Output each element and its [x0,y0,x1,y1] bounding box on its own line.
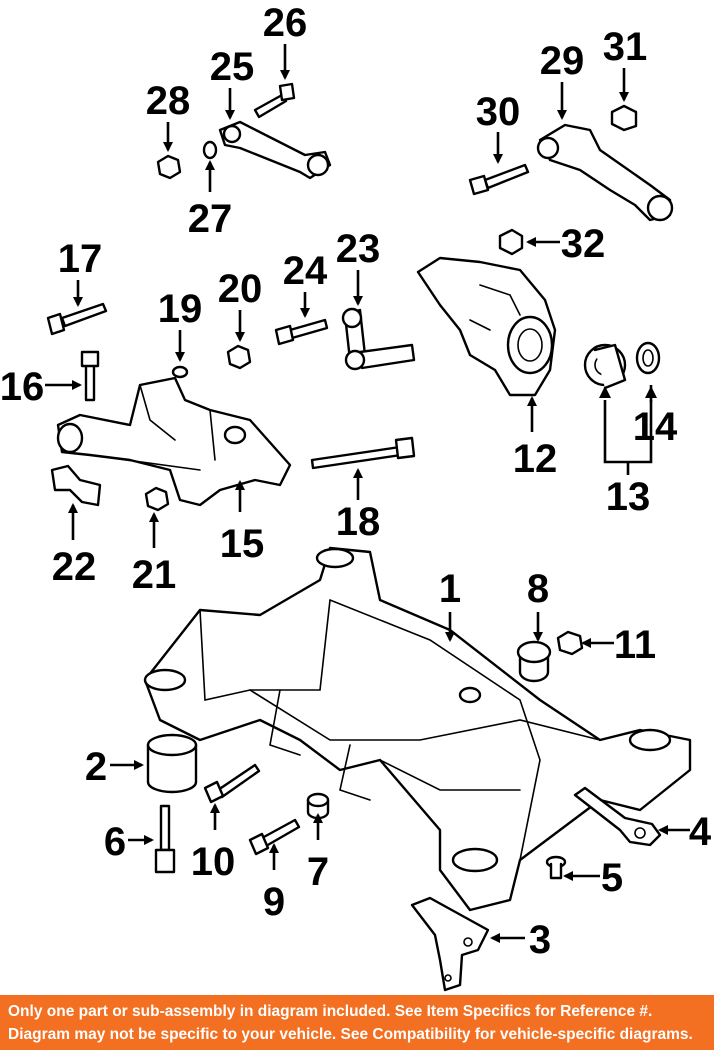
disclaimer-line-2: Diagram may not be specific to your vehi… [8,1026,693,1043]
part-2-bushing [146,733,198,794]
part-6-bolt [154,804,176,874]
part-3-bracket [410,896,490,992]
part-17-bolt [46,302,108,336]
part-19-washer [171,365,189,379]
callout-6: 6 [104,820,126,864]
callout-18: 18 [336,500,381,544]
callout-25: 25 [210,45,255,89]
part-23-link [341,307,416,371]
callout-3: 3 [529,918,551,962]
callout-32: 32 [561,222,606,266]
callout-19: 19 [158,287,203,331]
callout-16: 16 [0,365,44,409]
callout-20: 20 [218,267,263,311]
part-27-washer [202,140,218,160]
disclaimer-line-1: Only one part or sub-assembly in diagram… [8,1003,653,1020]
callouts: 1 2 3 4 5 6 7 8 9 10 11 12 13 14 15 16 1… [0,1,712,962]
callout-13: 13 [606,475,651,519]
callout-15: 15 [220,522,265,566]
callout-14: 14 [633,405,678,449]
part-21-nut [144,486,170,512]
part-13-bushing [583,343,627,390]
part-30-bolt [468,163,530,196]
part-18-bolt [310,436,416,470]
part-5-bolt [545,855,567,880]
part-29-upper-arm [536,123,674,222]
callout-17: 17 [58,237,103,281]
part-14-washer [635,341,661,375]
callout-27: 27 [188,197,233,241]
part-20-nut [226,344,252,370]
part-15-lower-arm [56,376,292,507]
part-12-knuckle [416,256,557,397]
parts-diagram: 1 2 3 4 5 6 7 8 9 10 11 12 13 14 15 16 1… [0,1,712,992]
part-26-bolt [253,82,296,119]
callout-9: 9 [263,880,285,924]
callout-24: 24 [283,249,328,293]
disclaimer-banner: Only one part or sub-assembly in diagram… [0,995,714,1050]
part-32-nut [498,228,524,256]
part-25-upper-arm [218,120,332,180]
callout-30: 30 [476,90,521,134]
leader-lines [45,44,690,943]
part-22-bracket [50,464,102,507]
callout-22: 22 [52,545,97,589]
callout-31: 31 [603,25,648,69]
callout-7: 7 [307,850,329,894]
callout-28: 28 [146,79,191,123]
callout-29: 29 [540,39,585,83]
callout-1: 1 [439,567,461,611]
callout-11: 11 [614,623,656,667]
callout-2: 2 [85,745,107,789]
part-10-bolt [203,763,261,804]
part-24-bolt [274,318,329,346]
callout-8: 8 [527,567,549,611]
part-4-bracket [573,786,662,847]
callout-21: 21 [132,553,177,597]
part-1-subframe [143,546,692,912]
callout-26: 26 [263,1,308,45]
part-9-bolt [248,818,301,856]
callout-10: 10 [191,840,236,884]
part-7-bushing [306,792,330,820]
callout-4: 4 [689,810,712,854]
part-16-bolt [80,350,100,402]
callout-12: 12 [513,437,558,481]
part-8-bushing [516,640,552,683]
part-11-nut [556,630,584,656]
part-28-nut [156,154,182,180]
callout-5: 5 [601,856,623,900]
part-31-nut [610,104,638,132]
callout-23: 23 [336,227,381,271]
